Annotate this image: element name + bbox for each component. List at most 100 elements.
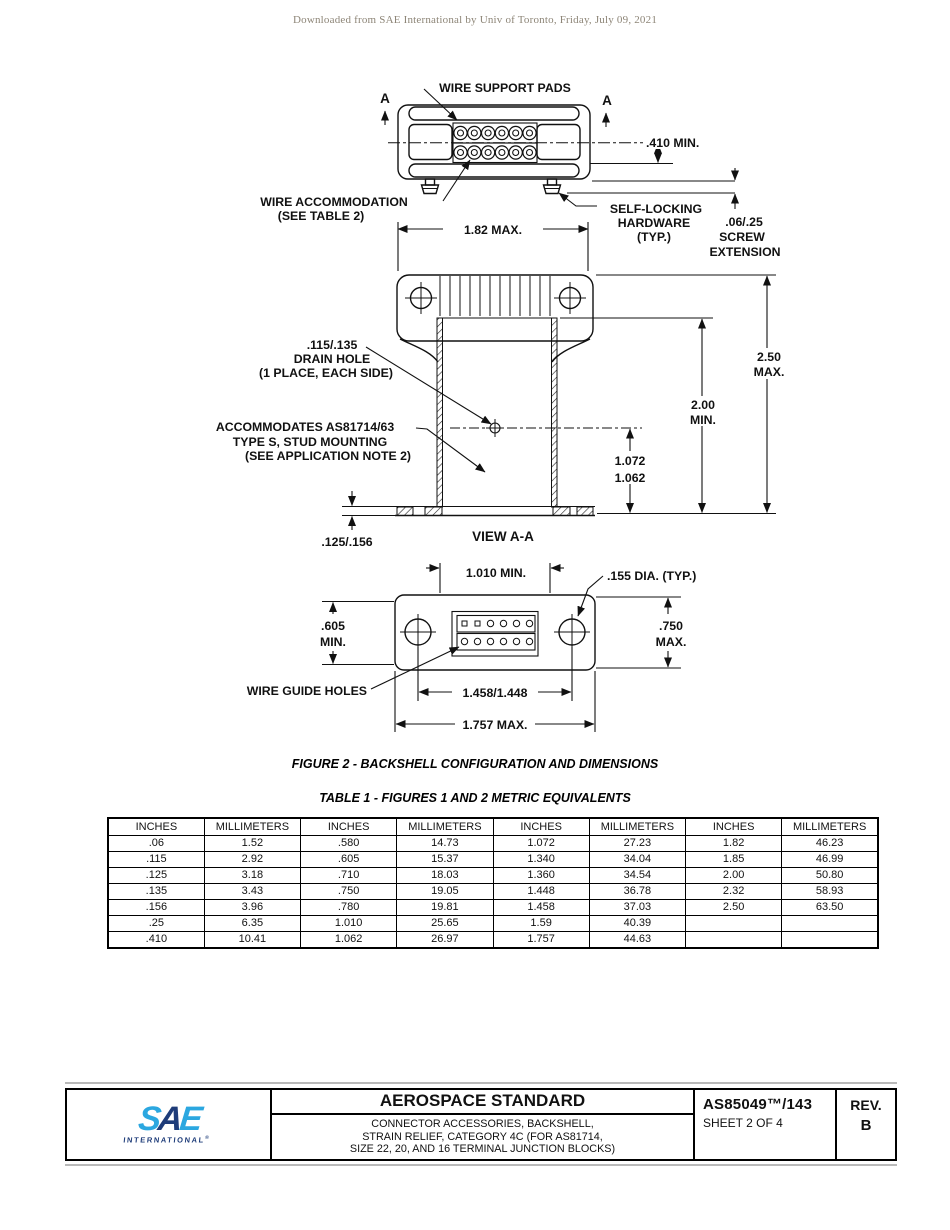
table-cell: 1.757 [492, 931, 590, 949]
sae-logo-cell: SAE INTERNATIONAL® [67, 1090, 270, 1159]
screw-extension-label-3: EXTENSION [709, 245, 780, 259]
table-cell: 19.81 [396, 899, 494, 916]
table-cell: 50.80 [781, 867, 879, 884]
table-cell: 26.97 [396, 931, 494, 949]
section-marker-a-right: A [602, 93, 612, 108]
column-header: INCHES [684, 817, 783, 836]
footer-bottom-rule [65, 1164, 897, 1166]
screw-left [420, 178, 440, 195]
self-locking-label-1: SELF-LOCKING [610, 202, 702, 216]
figure-caption: FIGURE 2 - BACKSHELL CONFIGURATION AND D… [291, 757, 659, 771]
mount-hole-right [554, 614, 590, 650]
view-aa-geometry [342, 274, 642, 517]
dim-750-unit: MAX. [656, 635, 687, 649]
section-marker-a-left: A [380, 91, 390, 106]
accommodates-label-3: (SEE APPLICATION NOTE 2) [245, 449, 411, 463]
table-cell: 58.93 [781, 883, 879, 900]
table-cell: 2.00 [684, 867, 783, 884]
column-header: MILLIMETERS [781, 817, 879, 836]
table-cell: 3.18 [203, 867, 302, 884]
table-title: TABLE 1 - FIGURES 1 AND 2 METRIC EQUIVAL… [319, 791, 631, 805]
dim-200-min-value: 2.00 [691, 398, 715, 412]
sae-wordmark: SAE [124, 1100, 214, 1138]
table-cell: 36.78 [588, 883, 687, 900]
connector-teeth [439, 276, 551, 316]
registered-mark: ® [204, 1135, 211, 1142]
download-watermark: Downloaded from SAE International by Uni… [292, 14, 658, 26]
accommodates-label-2: TYPE S, STUD MOUNTING [233, 435, 387, 449]
dim-410-min: .410 MIN. [646, 136, 699, 150]
sheet-number: SHEET 2 OF 4 [703, 1116, 783, 1130]
dim-1757-max: 1.757 MAX. [463, 718, 528, 732]
view-aa-title: VIEW A-A [472, 529, 534, 544]
column-header: MILLIMETERS [396, 817, 494, 836]
mount-hole-left [400, 614, 436, 650]
dim-605-unit: MIN. [320, 635, 346, 649]
table-cell: .06 [107, 835, 205, 852]
dim-125-156: .125/.156 [321, 535, 372, 549]
table-cell: 63.50 [781, 899, 879, 916]
dim-1072: 1.072 [615, 454, 646, 468]
table-cell: .780 [299, 899, 398, 916]
table-cell [684, 915, 783, 932]
sae-logo: SAE INTERNATIONAL® [123, 1100, 214, 1145]
document-number-cell: AS85049™/143 SHEET 2 OF 4 [695, 1090, 835, 1159]
wire-accommodation-label-2: (SEE TABLE 2) [278, 209, 365, 223]
table-cell: 1.52 [203, 835, 302, 852]
wire-accommodation-label-1: WIRE ACCOMMODATION [260, 195, 408, 209]
table-cell: 40.39 [588, 915, 687, 932]
table-cell: 3.43 [203, 883, 302, 900]
dim-1458-1448: 1.458/1.448 [463, 686, 528, 700]
table-cell: 10.41 [203, 931, 302, 949]
table-cell: 44.63 [588, 931, 687, 949]
subtitle-line-3: SIZE 22, 20, AND 16 TERMINAL JUNCTION BL… [349, 1143, 616, 1156]
bottom-view-geometry [394, 594, 596, 671]
top-view-geometry [388, 104, 672, 195]
table-cell: .750 [299, 883, 398, 900]
view-aa-labels: 1.82 MAX. .115/.135 DRAIN HOLE (1 PLACE,… [216, 223, 785, 549]
table-cell: 27.23 [588, 835, 687, 852]
dim-250-max-value: 2.50 [757, 350, 781, 364]
table-cell: 3.96 [203, 899, 302, 916]
wire-guide-hole-array [460, 619, 534, 646]
table-cell [781, 931, 879, 949]
screw-extension-label-2: SCREW [719, 230, 765, 244]
dim-182-max: 1.82 MAX. [464, 223, 522, 237]
sae-letter-a: A [156, 1100, 182, 1139]
dim-750-value: .750 [659, 619, 683, 633]
drain-hole-label-1: .115/.135 [307, 338, 358, 352]
standard-title-cell: AEROSPACE STANDARD CONNECTOR ACCESSORIES… [270, 1090, 695, 1159]
table-cell: .156 [107, 899, 205, 916]
table-cell: 37.03 [588, 899, 687, 916]
table-cell: 2.50 [684, 899, 783, 916]
table-cell: 18.03 [396, 867, 494, 884]
table-cell: 15.37 [396, 851, 494, 868]
flange-hole-right [554, 282, 586, 314]
table-cell: 2.92 [203, 851, 302, 868]
top-view-labels: WIRE SUPPORT PADS A A .410 MIN. WIRE ACC… [260, 81, 780, 259]
dim-605-value: .605 [321, 619, 345, 633]
column-header: MILLIMETERS [588, 817, 687, 836]
table-cell: .410 [107, 931, 205, 949]
table-cell: 25.65 [396, 915, 494, 932]
table-cell [684, 931, 783, 949]
revision-cell: REV. B [835, 1090, 895, 1159]
table-cell: 46.99 [781, 851, 879, 868]
revision-value: B [860, 1117, 872, 1134]
bottom-view-labels: 1.010 MIN. .155 DIA. (TYP.) .605 MIN. .7… [247, 566, 697, 732]
bottom-view-dimensions [313, 563, 690, 732]
aerospace-standard-title: AEROSPACE STANDARD [272, 1090, 693, 1115]
table-cell: 46.23 [781, 835, 879, 852]
wire-guide-holes-label: WIRE GUIDE HOLES [247, 684, 367, 698]
column-header: INCHES [299, 817, 398, 836]
title-block: SAE INTERNATIONAL® AEROSPACE STANDARD CO… [65, 1088, 897, 1161]
